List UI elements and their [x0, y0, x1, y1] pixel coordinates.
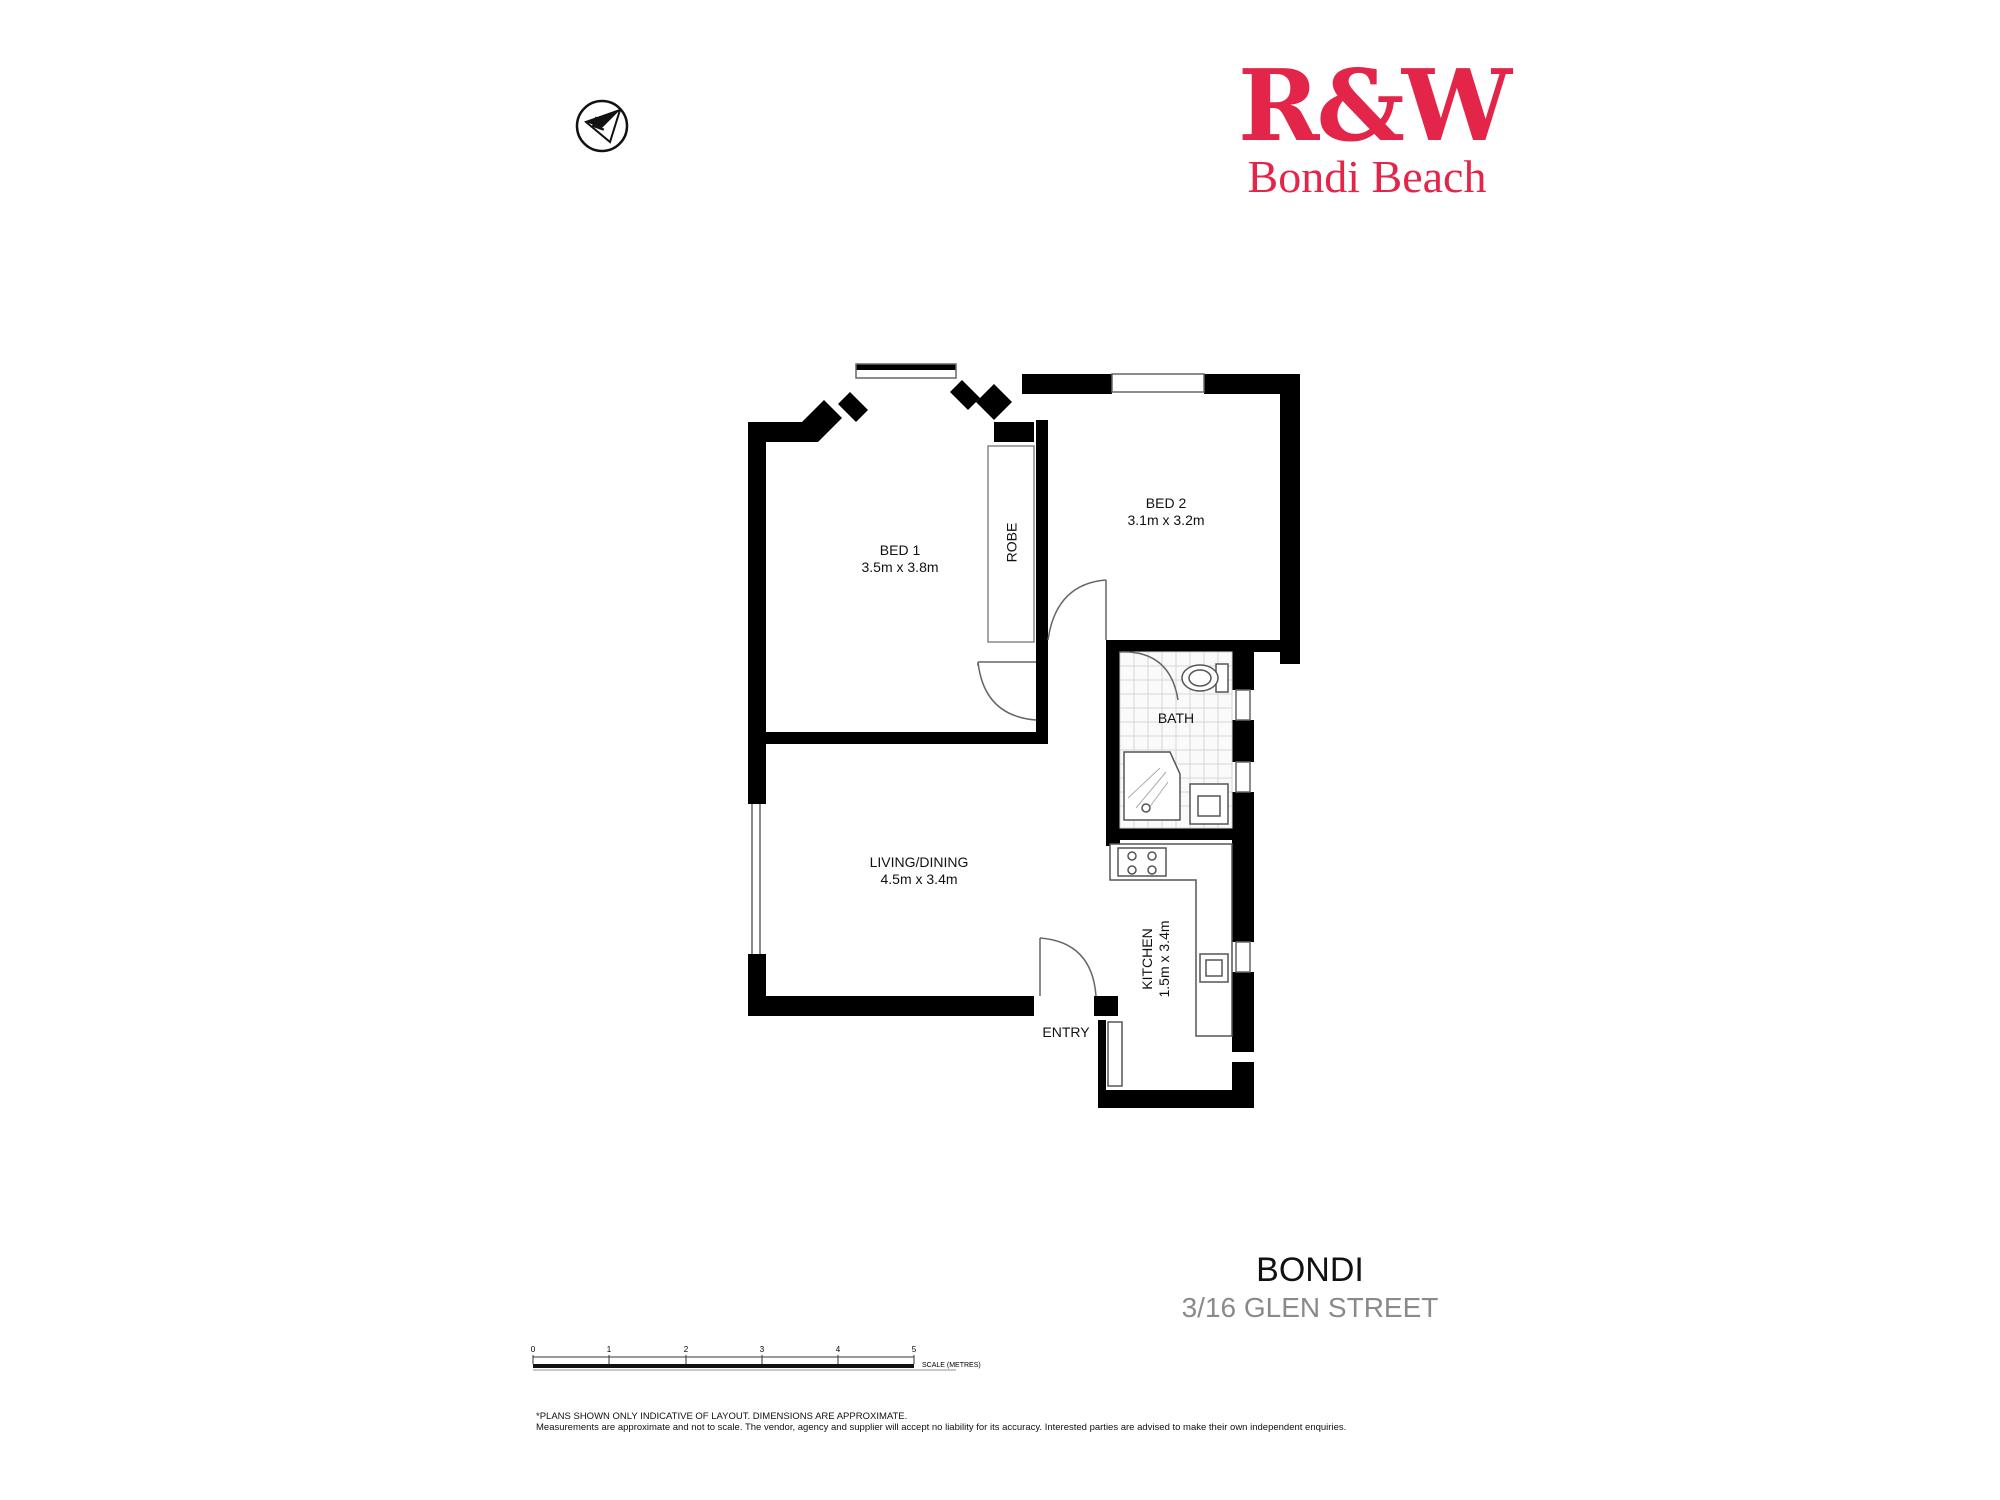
scale-tick-label: 4	[836, 1345, 841, 1354]
brand-location: Bondi Beach	[1247, 151, 1487, 202]
scale-tick-label: 3	[760, 1345, 765, 1354]
property-address: 3/16 GLEN STREET	[1181, 1292, 1439, 1323]
disclaimer-line-1: *PLANS SHOWN ONLY INDICATIVE OF LAYOUT. …	[536, 1411, 908, 1422]
room-living-name: LIVING/DINING	[869, 854, 969, 870]
room-living: LIVING/DINING 4.5m x 3.4m	[854, 854, 984, 888]
room-kitchen-dims: 1.5m x 3.4m	[1156, 920, 1172, 998]
scale-tick-label: 5	[912, 1345, 917, 1354]
room-bath-name: BATH	[1157, 710, 1195, 726]
disclaimer: *PLANS SHOWN ONLY INDICATIVE OF LAYOUT. …	[536, 1411, 1536, 1433]
room-entry-name: ENTRY	[1042, 1024, 1090, 1040]
room-robe-name: ROBE	[1003, 522, 1020, 563]
scale-bar: 0 1 2 3 4 5 SCALE (METRES)	[531, 1345, 981, 1371]
property-suburb: BONDI	[1256, 1251, 1364, 1289]
scale-tick-label: 2	[684, 1345, 689, 1354]
fixtures	[1107, 663, 1233, 1087]
north-arrow-icon: N	[575, 99, 629, 153]
room-bed-1-dims: 3.5m x 3.8m	[861, 559, 939, 575]
room-kitchen: KITCHEN 1.5m x 3.4m	[1139, 899, 1173, 1019]
room-bed-2-dims: 3.1m x 3.2m	[1127, 512, 1205, 528]
scale-label: SCALE (METRES)	[922, 1362, 981, 1369]
room-bed-2-name: BED 2	[1145, 495, 1187, 511]
room-kitchen-name: KITCHEN	[1139, 928, 1155, 990]
robe-cabinet	[987, 445, 1035, 643]
room-bed-1: BED 1 3.5m x 3.8m	[840, 542, 960, 576]
scale-tick-label: 0	[531, 1345, 536, 1354]
windows	[751, 363, 1251, 973]
scale-tick-label: 1	[607, 1345, 612, 1354]
room-bed-1-name: BED 1	[879, 542, 921, 558]
doors	[977, 579, 1179, 997]
walls	[748, 364, 1300, 1108]
brand-logo: R&W	[1238, 49, 1512, 164]
room-bed-2: BED 2 3.1m x 3.2m	[1106, 495, 1226, 529]
disclaimer-line-2: Measurements are approximate and not to …	[536, 1422, 1347, 1433]
room-living-dims: 4.5m x 3.4m	[880, 871, 958, 887]
compass-label: N	[588, 114, 611, 133]
